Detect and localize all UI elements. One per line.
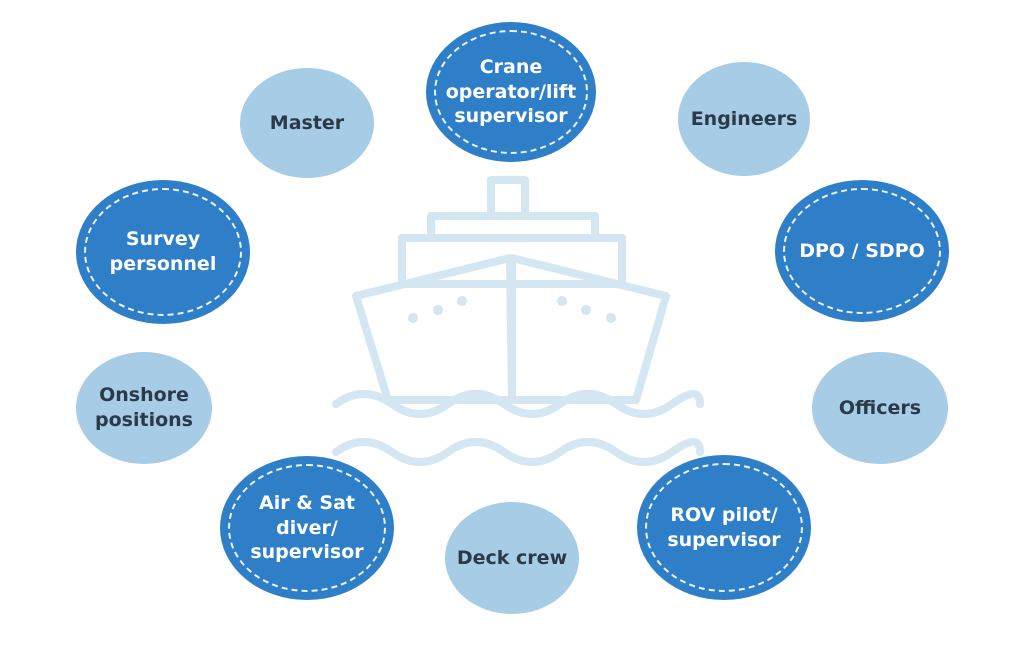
role-engineers: Engineers (678, 62, 810, 176)
role-deck-crew: Deck crew (445, 502, 579, 614)
role-engineers-label: Engineers (690, 107, 798, 130)
role-air-sat-diver: Air & Sat diver/ supervisor (220, 456, 394, 600)
role-dpo-sdpo-label: DPO / SDPO (799, 239, 925, 262)
role-survey-personnel-label: Survey personnel (109, 228, 217, 275)
role-deck-crew-label: Deck crew (456, 546, 568, 569)
role-crane-operator: Crane operator/lift supervisor (426, 22, 596, 162)
role-master: Master (240, 68, 374, 178)
role-rov-pilot-label: ROV pilot/ supervisor (667, 503, 781, 551)
role-crane-operator-label: Crane operator/lift supervisor (445, 55, 577, 128)
role-master-label: Master (269, 111, 345, 134)
role-rov-pilot: ROV pilot/ supervisor (637, 455, 811, 600)
role-officers: Officers (812, 352, 948, 464)
role-dpo-sdpo: DPO / SDPO (775, 180, 949, 322)
role-onshore-positions-label: Onshore positions (95, 384, 193, 431)
role-officers-label: Officers (838, 396, 922, 419)
role-onshore-positions: Onshore positions (76, 352, 212, 464)
role-air-sat-diver-label: Air & Sat diver/ supervisor (250, 491, 364, 564)
role-survey-personnel: Survey personnel (76, 180, 250, 324)
